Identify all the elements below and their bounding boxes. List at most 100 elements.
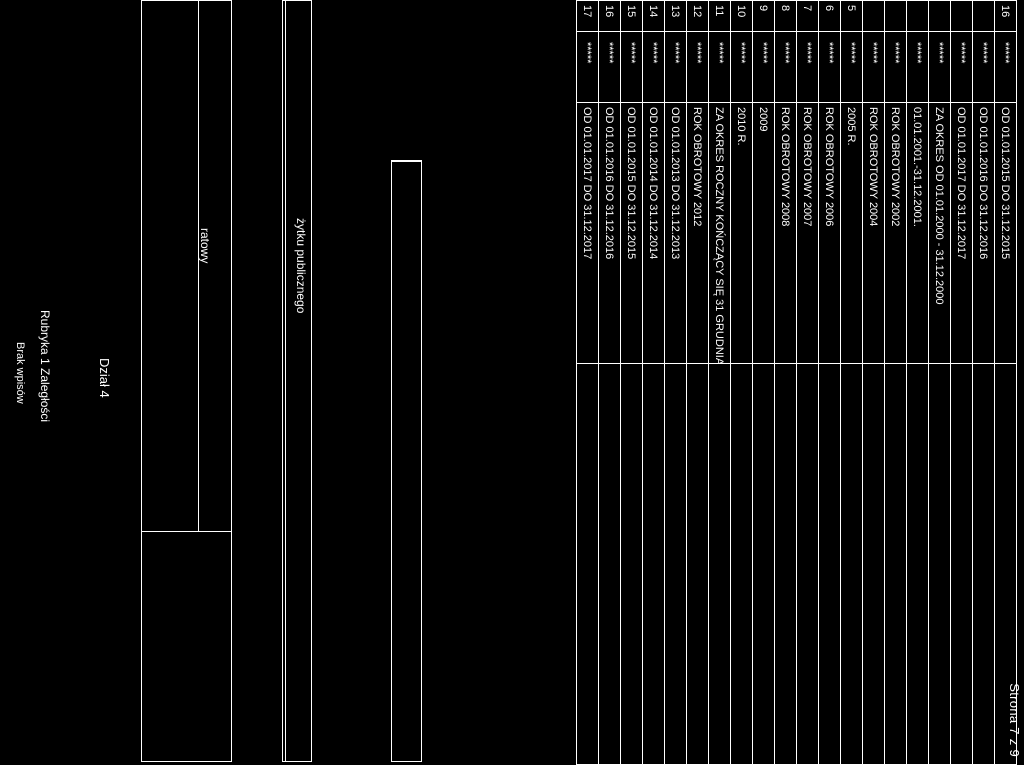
row-number	[884, 0, 907, 32]
period-description: OD 01.01.2016 DO 31.12.2016	[972, 102, 995, 364]
row-number: 9	[752, 0, 775, 32]
empty-cell	[840, 363, 863, 765]
masked-value: *****	[928, 31, 951, 103]
masked-value: *****	[576, 31, 599, 103]
ratowy-box-divider-v	[142, 531, 231, 532]
row-number: 17	[576, 0, 599, 32]
empty-cell	[928, 363, 951, 765]
period-description: ROK OBROTOWY 2007	[796, 102, 819, 364]
row-number: 10	[730, 0, 753, 32]
table-row: *****OD 01.01.2016 DO 31.12.2016	[972, 0, 995, 765]
empty-cell	[752, 363, 775, 765]
table-row: 14*****OD 01.01.2014 DO 31.12.2014	[642, 0, 665, 765]
masked-value: *****	[686, 31, 709, 103]
masked-value: *****	[994, 31, 1017, 103]
masked-value: *****	[642, 31, 665, 103]
row-number: 8	[774, 0, 797, 32]
masked-value: *****	[906, 31, 929, 103]
period-description: ROK OBROTOWY 2006	[818, 102, 841, 364]
empty-cell	[598, 363, 621, 765]
ratowy-box	[141, 0, 232, 762]
table-row: 10*****2010 R.	[730, 0, 753, 765]
empty-cell	[884, 363, 907, 765]
public-use-box	[282, 0, 312, 762]
ratowy-fragment: ratowy	[198, 228, 212, 264]
period-description: OD 01.01.2017 DO 31.12.2017	[950, 102, 973, 364]
masked-value: *****	[972, 31, 995, 103]
row-number	[906, 0, 929, 32]
empty-cell	[818, 363, 841, 765]
upper-frame-box	[391, 160, 422, 762]
period-description: ZA OKRES ROCZNY KOŃCZĄCY SIĘ 31 GRUDNIA …	[708, 102, 731, 364]
masked-value: *****	[862, 31, 885, 103]
empty-cell	[664, 363, 687, 765]
public-use-box-divider	[285, 1, 286, 761]
no-entries-text: Brak wpisów	[14, 342, 26, 404]
masked-value: *****	[752, 31, 775, 103]
row-number: 14	[642, 0, 665, 32]
table-row: 16*****OD 01.01.2016 DO 31.12.2016	[598, 0, 621, 765]
row-number: 16	[598, 0, 621, 32]
public-use-fragment: żytku publicznego	[294, 218, 308, 314]
table-row: 15*****OD 01.01.2015 DO 31.12.2015	[620, 0, 643, 765]
upper-frame-divider	[392, 161, 421, 162]
table-row: 17*****OD 01.01.2017 DO 31.12.2017	[576, 0, 599, 765]
masked-value: *****	[774, 31, 797, 103]
period-description: ZA OKRES OD 01.01.2000 - 31.12.2000	[928, 102, 951, 364]
table-row: 6*****ROK OBROTOWY 2006	[818, 0, 841, 765]
period-description: OD 01.01.2013 DO 31.12.2013	[664, 102, 687, 364]
masked-value: *****	[620, 31, 643, 103]
empty-cell	[862, 363, 885, 765]
financial-periods-table: 16*****OD 01.01.2015 DO 31.12.2015*****O…	[576, 0, 1017, 765]
financial-periods-table-body: 16*****OD 01.01.2015 DO 31.12.2015*****O…	[576, 0, 1017, 765]
rubric-heading: Rubryka 1 Zaległości	[38, 310, 52, 423]
table-row: *****ROK OBROTOWY 2002	[884, 0, 907, 765]
empty-cell	[708, 363, 731, 765]
masked-value: *****	[796, 31, 819, 103]
period-description: 2005 R.	[840, 102, 863, 364]
row-number: 12	[686, 0, 709, 32]
period-description: ROK OBROTOWY 2002	[884, 102, 907, 364]
table-row: 12*****ROK OBROTOWY 2012	[686, 0, 709, 765]
period-description: 2009	[752, 102, 775, 364]
period-description: ROK OBROTOWY 2004	[862, 102, 885, 364]
row-number: 13	[664, 0, 687, 32]
row-number	[972, 0, 995, 32]
masked-value: *****	[818, 31, 841, 103]
empty-cell	[642, 363, 665, 765]
row-number	[928, 0, 951, 32]
table-row: *****OD 01.01.2017 DO 31.12.2017	[950, 0, 973, 765]
period-description: OD 01.01.2015 DO 31.12.2015	[994, 102, 1017, 364]
row-number	[862, 0, 885, 32]
table-row: *****ROK OBROTOWY 2004	[862, 0, 885, 765]
row-number: 16	[994, 0, 1017, 32]
empty-cell	[972, 363, 995, 765]
table-row: *****01.01.2001.-31.12.2001.	[906, 0, 929, 765]
empty-cell	[906, 363, 929, 765]
period-description: 2010 R.	[730, 102, 753, 364]
row-number: 6	[818, 0, 841, 32]
masked-value: *****	[884, 31, 907, 103]
period-description: OD 01.01.2014 DO 31.12.2014	[642, 102, 665, 364]
table-row: 8*****ROK OBROTOWY 2008	[774, 0, 797, 765]
empty-cell	[950, 363, 973, 765]
section-title: Dział 4	[97, 358, 112, 398]
masked-value: *****	[950, 31, 973, 103]
empty-cell	[796, 363, 819, 765]
row-number	[950, 0, 973, 32]
table-row: 7*****ROK OBROTOWY 2007	[796, 0, 819, 765]
table-row: *****ZA OKRES OD 01.01.2000 - 31.12.2000	[928, 0, 951, 765]
period-description: ROK OBROTOWY 2008	[774, 102, 797, 364]
row-number: 15	[620, 0, 643, 32]
table-row: 5*****2005 R.	[840, 0, 863, 765]
empty-cell	[774, 363, 797, 765]
empty-cell	[686, 363, 709, 765]
masked-value: *****	[708, 31, 731, 103]
row-number: 11	[708, 0, 731, 32]
table-row: 9*****2009	[752, 0, 775, 765]
masked-value: *****	[664, 31, 687, 103]
period-description: OD 01.01.2015 DO 31.12.2015	[620, 102, 643, 364]
empty-cell	[730, 363, 753, 765]
period-description: 01.01.2001.-31.12.2001.	[906, 102, 929, 364]
